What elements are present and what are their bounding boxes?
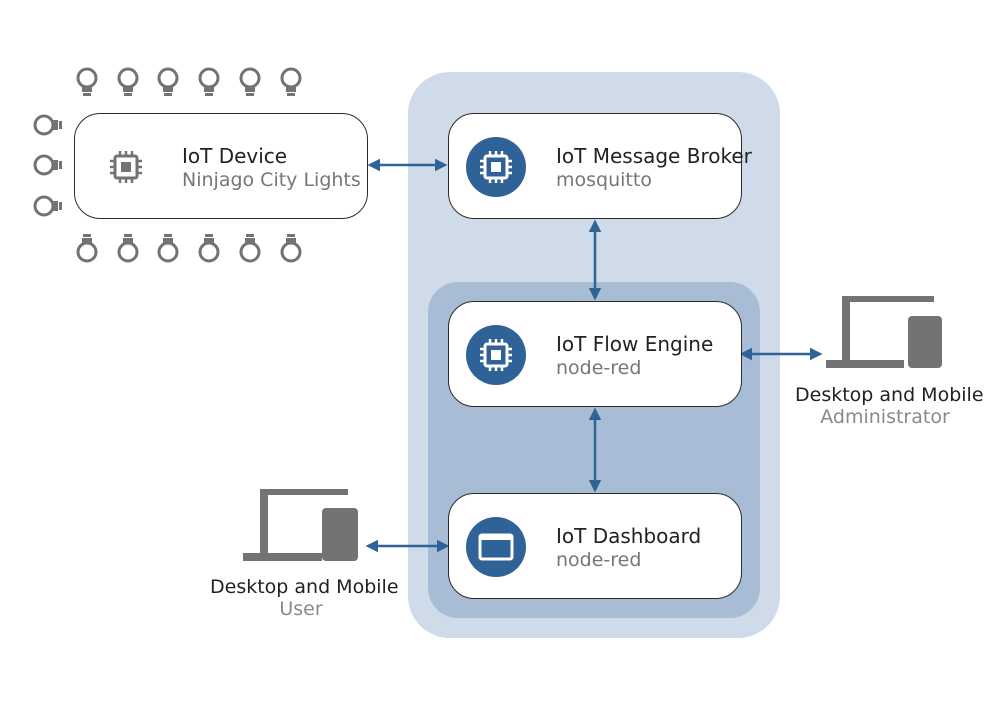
client-subtitle: Administrator [820,406,950,428]
light-bulb-icon [239,67,261,98]
light-bulb-icon [76,232,98,263]
flow-engine-node: IoT Flow Engine node-red [448,301,742,407]
light-bulb-icon [157,67,179,98]
node-title: IoT Device [182,144,288,168]
message-broker-node: IoT Message Broker mosquitto [448,113,752,219]
client-subtitle: User [279,598,323,620]
client-title: Desktop and Mobile [795,384,984,406]
desktop-mobile-icon [243,489,358,561]
node-title: IoT Dashboard [556,524,702,548]
light-bulb-icon [33,114,64,136]
light-bulb-icon [157,232,179,263]
client-title: Desktop and Mobile [210,576,399,598]
light-bulb-icon [198,67,220,98]
desktop-mobile-icon [826,296,942,368]
chip-icon [108,149,144,185]
light-bulb-icon [280,232,302,263]
lights-left-column [33,114,64,217]
node-subtitle: node-red [556,549,642,571]
lights-top-row [76,67,302,98]
node-subtitle: mosquitto [556,169,652,191]
iot-device-node: IoT Device Ninjago City Lights [74,113,368,219]
light-bulb-icon [117,67,139,98]
node-subtitle: node-red [556,357,642,379]
window-icon [466,517,526,577]
dashboard-node: IoT Dashboard node-red [448,493,742,599]
light-bulb-icon [239,232,261,263]
user-client-label: Desktop and Mobile User [210,576,399,620]
light-bulb-icon [33,195,64,217]
light-bulb-icon [117,232,139,263]
node-subtitle: Ninjago City Lights [182,169,361,191]
node-title: IoT Flow Engine [556,332,714,356]
light-bulb-icon [76,67,98,98]
lights-bottom-row [76,232,302,263]
chip-icon [466,137,526,197]
chip-icon [466,325,526,385]
node-title: IoT Message Broker [556,144,752,168]
light-bulb-icon [198,232,220,263]
admin-client-label: Desktop and Mobile Administrator [795,384,984,428]
light-bulb-icon [280,67,302,98]
light-bulb-icon [33,154,64,176]
